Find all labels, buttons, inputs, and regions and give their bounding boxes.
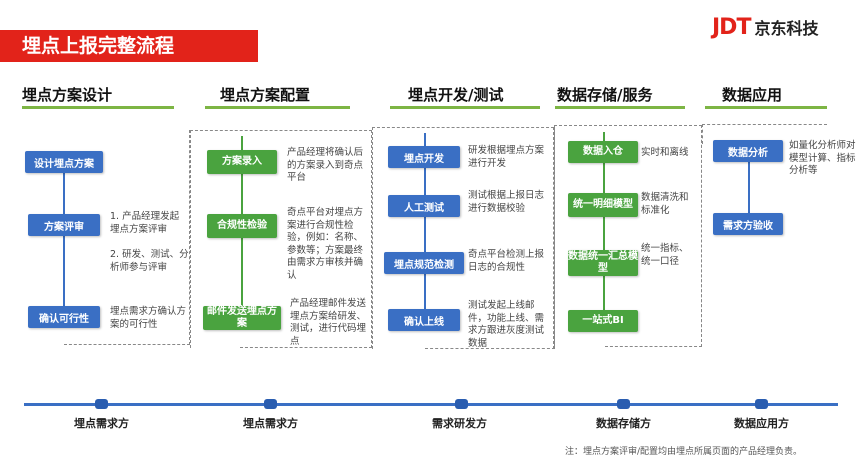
data-analysis-box: 数据分析 — [713, 140, 783, 162]
footnote: 注：埋点方案评审/配置均由埋点所属页面的产品经理负责。 — [565, 447, 803, 457]
column-title-dev: 埋点开发/测试 — [408, 86, 504, 104]
spec-desc: 奇点平台检测上报日志的合规性 — [468, 249, 545, 273]
page-title: 埋点上报完整流程 — [0, 30, 258, 62]
feasibility-desc: 埋点需求方确认方案的可行性 — [110, 306, 187, 330]
column-underline — [22, 106, 174, 109]
timeline-label: 数据应用方 — [734, 417, 789, 430]
column-title-app: 数据应用 — [722, 86, 783, 104]
detail-model-box: 统一明细模型 — [568, 193, 638, 217]
design-scheme-box: 设计埋点方案 — [25, 151, 103, 173]
brand-logo: JDT 京东科技 — [712, 14, 818, 40]
scheme-entry-box: 方案录入 — [207, 150, 277, 174]
timeline-node — [95, 399, 108, 409]
column-underline — [390, 106, 540, 109]
entry-desc: 产品经理将确认后的方案录入到奇点平台 — [287, 147, 364, 183]
data-warehouse-box: 数据入仓 — [568, 141, 638, 163]
scheme-review-box: 方案评审 — [28, 214, 100, 236]
column-title-config: 埋点方案配置 — [220, 86, 311, 104]
confirm-feasibility-box: 确认可行性 — [28, 306, 100, 328]
email-desc: 产品经理邮件发送埋点方案给研发、测试，进行代码埋点 — [290, 298, 367, 347]
test-desc: 测试根据上报日志进行数据校验 — [468, 190, 545, 214]
bi-box: 一站式BI — [568, 310, 638, 332]
column-underline — [555, 106, 685, 109]
logo-text: 京东科技 — [754, 19, 819, 38]
detail-desc: 数据清洗和标准化 — [641, 192, 689, 216]
acceptance-box: 需求方验收 — [713, 213, 783, 235]
timeline-label: 需求研发方 — [432, 417, 487, 430]
dashed-connector — [702, 124, 827, 144]
timeline-label: 埋点需求方 — [243, 417, 298, 430]
timeline-node — [755, 399, 768, 409]
timeline-axis — [24, 403, 838, 406]
column-title-storage: 数据存储/服务 — [557, 86, 653, 104]
dashed-connector — [64, 130, 190, 345]
dashed-connector — [372, 127, 554, 349]
review-desc-2: 2. 研发、测试、分析师参与评审 — [110, 249, 189, 273]
compliance-check-box: 合规性检验 — [207, 214, 277, 238]
dashed-connector — [605, 125, 702, 347]
column-title-design: 埋点方案设计 — [22, 86, 113, 104]
timeline-node — [617, 399, 630, 409]
warehouse-desc: 实时和离线 — [641, 147, 689, 158]
email-scheme-box: 邮件发送埋点方案 — [203, 306, 281, 330]
timeline-label: 埋点需求方 — [74, 417, 129, 430]
timeline-label: 数据存储方 — [596, 417, 651, 430]
summary-model-box: 数据统一汇总模型 — [568, 250, 638, 276]
spec-check-box: 埋点规范检测 — [384, 252, 464, 274]
analysis-desc: 如量化分析师对模型计算、指标分析等 — [789, 140, 856, 176]
confirm-launch-box: 确认上线 — [388, 309, 460, 331]
timeline-node — [264, 399, 277, 409]
manual-test-box: 人工测试 — [388, 195, 460, 217]
flow-line — [603, 132, 605, 322]
timeline-node — [455, 399, 468, 409]
column-underline — [705, 106, 827, 109]
dashed-connector — [240, 130, 372, 348]
flow-line — [63, 171, 65, 314]
flow-line — [424, 133, 426, 328]
tracking-dev-box: 埋点开发 — [388, 146, 460, 168]
summary-desc: 统一指标、统一口径 — [641, 243, 689, 267]
review-desc-1: 1. 产品经理发起埋点方案评审 — [110, 211, 180, 235]
column-underline — [205, 106, 350, 109]
compliance-desc: 奇点平台对埋点方案进行合规性检验，例如：名称、参数等；方案最终由需求方审核并确认 — [287, 207, 364, 281]
flow-line — [748, 158, 750, 218]
launch-desc: 测试发起上线邮件，功能上线、需求方跟进灰度测试数据 — [468, 300, 545, 349]
dev-desc: 研发根据埋点方案进行开发 — [468, 145, 545, 169]
logo-mark: JDT — [712, 14, 751, 40]
